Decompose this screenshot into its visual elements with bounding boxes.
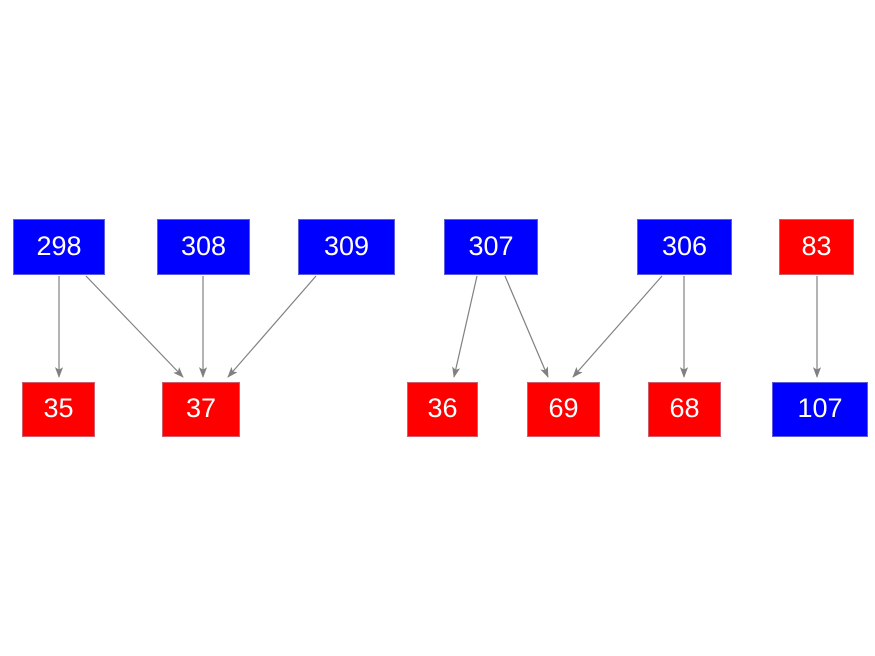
edge-group bbox=[54, 275, 822, 378]
edge-307-to-69 bbox=[504, 275, 549, 378]
node-label: 107 bbox=[797, 393, 843, 423]
edge-309-to-37 bbox=[227, 275, 317, 378]
node-label: 308 bbox=[180, 230, 227, 261]
node-label: 35 bbox=[43, 393, 74, 423]
edge-306-to-69 bbox=[572, 275, 663, 378]
node-label: 68 bbox=[669, 393, 700, 423]
node-37[interactable]: 37 bbox=[162, 382, 240, 437]
node-69[interactable]: 69 bbox=[527, 382, 600, 437]
node-label: 307 bbox=[468, 230, 514, 261]
node-36[interactable]: 36 bbox=[407, 382, 478, 437]
node-83[interactable]: 83 bbox=[779, 219, 854, 275]
node-107[interactable]: 107 bbox=[772, 382, 868, 437]
node-35[interactable]: 35 bbox=[22, 382, 95, 437]
node-308[interactable]: 308 bbox=[157, 219, 250, 275]
node-307[interactable]: 307 bbox=[444, 219, 538, 275]
node-label: 83 bbox=[801, 230, 832, 261]
node-label: 306 bbox=[661, 230, 708, 261]
edge-298-to-37 bbox=[85, 275, 184, 378]
node-label: 69 bbox=[548, 393, 579, 423]
node-309[interactable]: 309 bbox=[298, 219, 395, 275]
node-label: 36 bbox=[427, 393, 458, 423]
node-306[interactable]: 306 bbox=[637, 219, 732, 275]
edge-307-to-36 bbox=[452, 275, 478, 378]
node-label: 309 bbox=[323, 230, 370, 261]
node-label: 298 bbox=[36, 230, 82, 261]
node-68[interactable]: 68 bbox=[648, 382, 721, 437]
node-298[interactable]: 298 bbox=[13, 219, 105, 275]
node-label: 37 bbox=[185, 393, 217, 423]
